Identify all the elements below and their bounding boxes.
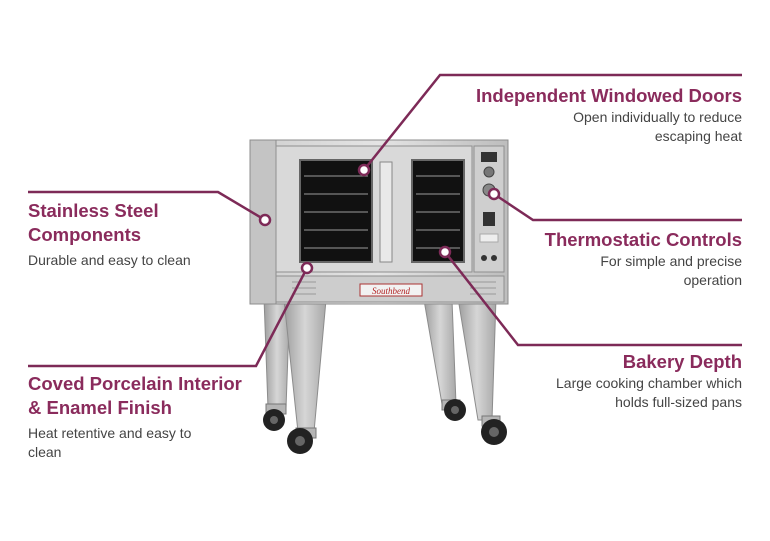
feature-desc-line: holds full-sized pans [615, 394, 742, 410]
feature-desc-line: For simple and precise [600, 253, 742, 269]
feature-title: Thermostatic Controls [544, 229, 742, 250]
feature-windowed-doors: Independent Windowed Doors Open individu… [476, 84, 742, 146]
feature-title-line: Components [28, 224, 142, 245]
feature-title-line: & Enamel Finish [28, 397, 172, 418]
feature-desc-line: Large cooking chamber which [556, 375, 742, 391]
feature-title-line: Stainless Steel [28, 200, 159, 221]
feature-coved-porcelain: Coved Porcelain Interior & Enamel Finish… [28, 372, 242, 462]
feature-title-line: Coved Porcelain Interior [28, 373, 242, 394]
feature-desc-line: Durable and easy to clean [28, 252, 191, 268]
feature-stainless-steel: Stainless Steel Components Durable and e… [28, 199, 191, 270]
oven-body [249, 139, 509, 305]
feature-bakery-depth: Bakery Depth Large cooking chamber which… [556, 350, 742, 412]
callout-pointers [28, 73, 742, 368]
oven-casters [263, 399, 507, 454]
feature-desc-line: clean [28, 444, 62, 460]
feature-desc-line: Open individually to reduce [573, 109, 742, 125]
callout-dots [258, 163, 501, 275]
feature-thermostatic-controls: Thermostatic Controls For simple and pre… [545, 228, 742, 290]
feature-title: Bakery Depth [622, 351, 742, 372]
brand-plate: Southbend [372, 286, 410, 296]
feature-desc-line: escaping heat [654, 128, 742, 144]
feature-desc-line: operation [683, 272, 742, 288]
oven-legs [263, 297, 497, 433]
feature-desc-line: Heat retentive and easy to [28, 425, 192, 441]
feature-title: Independent Windowed Doors [475, 85, 742, 106]
